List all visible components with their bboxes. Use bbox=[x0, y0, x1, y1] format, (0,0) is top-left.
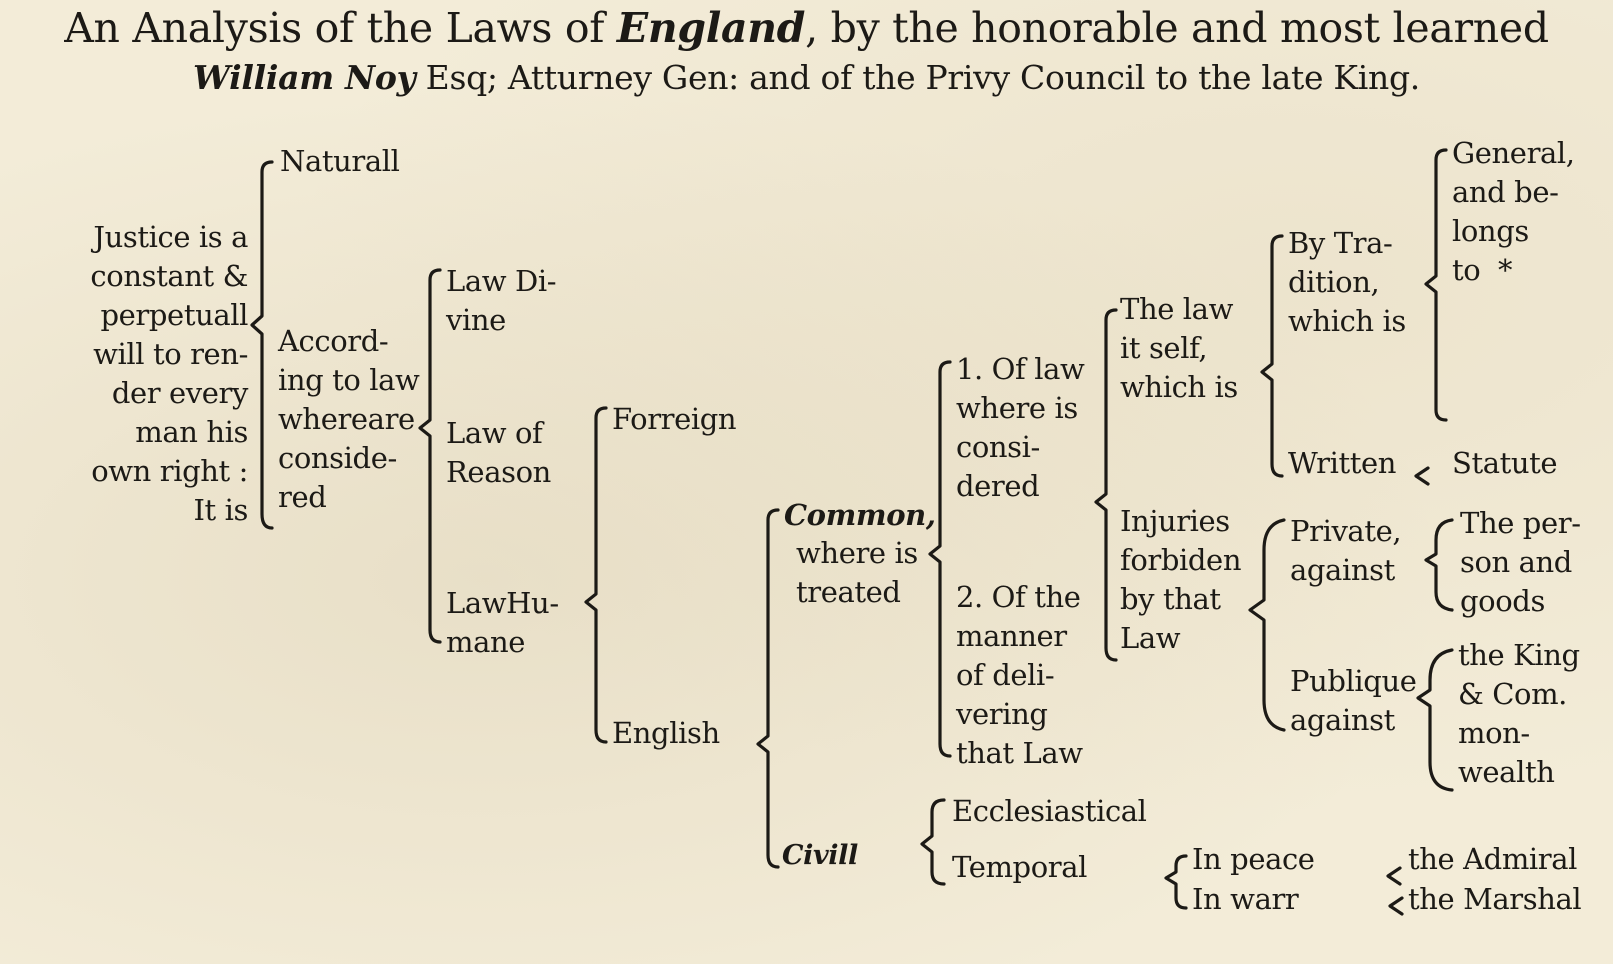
law-humane-node: LawHu- mane bbox=[446, 586, 559, 659]
by-tradition-node: By Tra- dition, which is bbox=[1288, 226, 1406, 338]
in-warr-node: In warr bbox=[1192, 882, 1299, 916]
private-node: Private, against bbox=[1290, 514, 1402, 587]
statute-node: Statute bbox=[1452, 446, 1558, 480]
written-node: Written bbox=[1288, 446, 1396, 480]
publique-node: Publique against bbox=[1290, 664, 1417, 737]
common-node: Common, bbox=[784, 498, 936, 532]
title-text: An Analysis of the Laws of bbox=[64, 4, 617, 52]
injuries-node: Injuries forbiden by that Law bbox=[1120, 504, 1242, 655]
civill-node: Civill bbox=[782, 840, 858, 871]
law-itself-node: The law it self, which is bbox=[1120, 292, 1238, 404]
english-node: English bbox=[612, 716, 720, 750]
justice-definition: Justice is a constant & perpetuall will … bbox=[90, 220, 248, 527]
king-commonwealth-node: the King & Com. mon- wealth bbox=[1458, 638, 1580, 789]
marshal-node: the Marshal bbox=[1408, 882, 1582, 916]
of-law-node: 1. Of law where is consi- dered bbox=[956, 352, 1085, 503]
title-england: England bbox=[616, 4, 806, 52]
in-peace-node: In peace bbox=[1192, 842, 1315, 876]
temporal-node: Temporal bbox=[952, 850, 1088, 884]
according-to-law-node: Accord- ing to law whereare conside- red bbox=[278, 324, 420, 514]
title-author: William Noy bbox=[193, 58, 416, 97]
common-where-treated: where is treated bbox=[796, 536, 918, 609]
person-goods-node: The per- son and goods bbox=[1460, 506, 1581, 618]
title-author-role: Esq; Atturney Gen: and of the Privy Coun… bbox=[415, 58, 1421, 97]
admiral-node: the Admiral bbox=[1408, 842, 1578, 876]
ecclesiastical-node: Ecclesiastical bbox=[952, 794, 1147, 828]
title-line-1: An Analysis of the Laws of England, by t… bbox=[0, 4, 1613, 52]
title-line-2: William Noy Esq; Atturney Gen: and of th… bbox=[0, 58, 1613, 97]
title-text-end: , by the honorable and most learned bbox=[805, 4, 1549, 52]
law-divine-node: Law Di- vine bbox=[446, 264, 557, 337]
of-manner-node: 2. Of the manner of deli- vering that La… bbox=[956, 580, 1083, 770]
naturall-node: Naturall bbox=[280, 144, 400, 178]
forreign-node: Forreign bbox=[612, 402, 737, 436]
law-of-reason-node: Law of Reason bbox=[446, 416, 551, 489]
general-node: General, and be- longs to * bbox=[1452, 136, 1575, 287]
